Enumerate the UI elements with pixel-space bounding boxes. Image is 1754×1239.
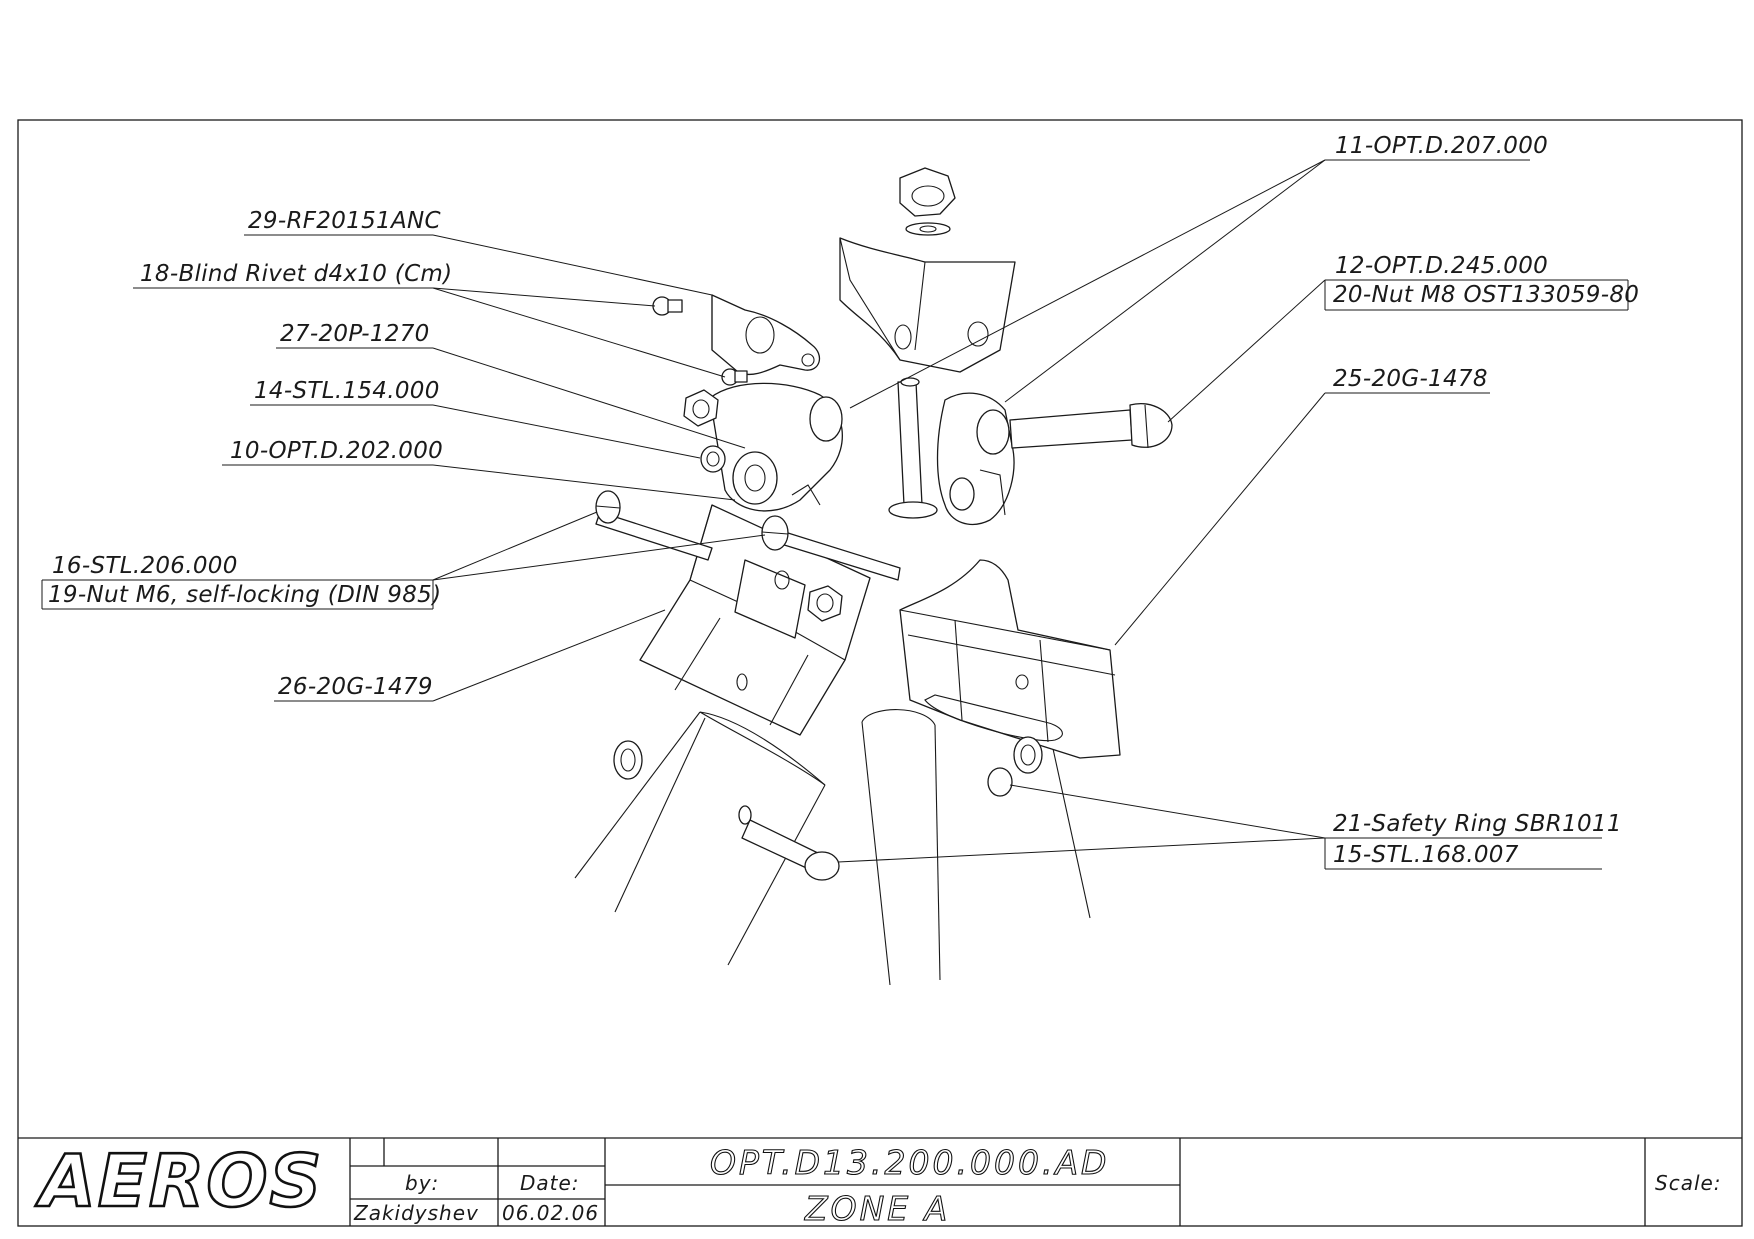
part-16-bolt-lower [761, 515, 901, 581]
part-10-rod-end [709, 382, 843, 512]
part-25-clamp-block [899, 559, 1121, 759]
part-12-rod-end [936, 392, 1015, 525]
callout-labels: 11-OPT.D.207.000 29-RF20151ANC 18-Blind … [48, 133, 1639, 868]
part-29-hinge-fitting [711, 294, 821, 376]
callout-18: 18-Blind Rivet d4x10 (Cm) [140, 261, 452, 287]
date-label: Date: [520, 1171, 580, 1195]
drawing-title: ZONE A [804, 1189, 950, 1228]
callout-27: 27-20P-1270 [280, 321, 430, 347]
part-11-upper-bracket [839, 237, 1016, 373]
designer-name: Zakidyshev [353, 1201, 479, 1225]
callout-16: 16-STL.206.000 [52, 553, 238, 579]
part-18-rivet-b [721, 368, 748, 386]
callout-19: 19-Nut M6, self-locking (DIN 985) [48, 582, 441, 608]
leader-lines [41, 159, 1629, 870]
drawing-number: OPT.D13.200.000.AD [710, 1143, 1109, 1182]
callout-11: 11-OPT.D.207.000 [1335, 133, 1548, 159]
part-14-nut [683, 389, 726, 473]
part-21-safety-ring-left [613, 740, 643, 780]
part-18-rivet-a [652, 296, 683, 316]
exploded-assembly-view [574, 167, 1173, 986]
part-21-safety-ring-right [987, 736, 1043, 797]
right-tube [861, 709, 1091, 986]
title-block: AEROS by: Zakidyshev Date: 06.02.06 OPT.… [18, 1137, 1742, 1229]
callout-14: 14-STL.154.000 [254, 378, 440, 404]
callout-26: 26-20G-1479 [278, 674, 433, 700]
callout-10: 10-OPT.D.202.000 [230, 438, 443, 464]
part-16-bolt-upper [595, 490, 713, 561]
callout-29: 29-RF20151ANC [248, 208, 441, 234]
callout-21: 21-Safety Ring SBR1011 [1333, 811, 1622, 837]
callout-12: 12-OPT.D.245.000 [1335, 253, 1548, 279]
company-logo: AEROS [35, 1139, 323, 1223]
callout-20: 20-Nut M8 OST133059-80 [1333, 282, 1639, 308]
part-19-nut-m6 [807, 585, 843, 622]
callout-15: 15-STL.168.007 [1333, 842, 1519, 868]
part-26-bracket [639, 504, 871, 736]
by-label: by: [405, 1171, 439, 1195]
date-value: 06.02.06 [502, 1201, 599, 1225]
left-tube [574, 711, 826, 966]
callout-25: 25-20G-1478 [1333, 366, 1488, 392]
scale-label: Scale: [1655, 1171, 1722, 1195]
part-15-pin [738, 805, 840, 881]
sheet-border [17, 119, 1743, 1227]
part-20-nut-m8 [899, 167, 956, 236]
part-25-pin [1009, 403, 1173, 449]
long-bolt [888, 377, 938, 519]
